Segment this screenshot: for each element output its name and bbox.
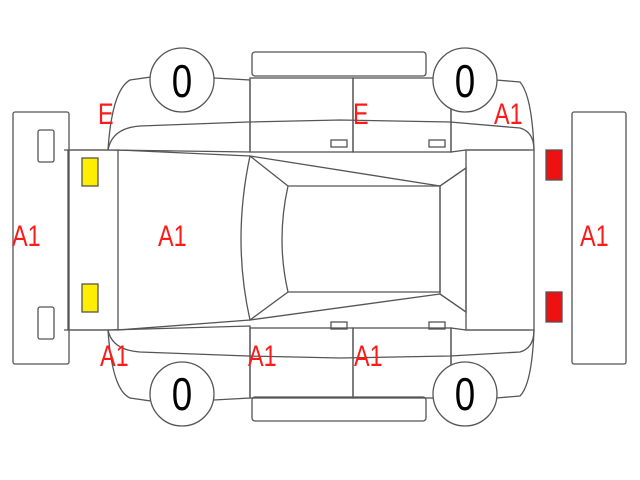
mark-front-bumper: A1	[12, 220, 41, 253]
front-left-tire	[149, 361, 215, 427]
tire-rear-left-label: 0	[454, 368, 476, 420]
mark-hood: A1	[158, 220, 187, 253]
mark-rear-left-door: A1	[354, 340, 383, 373]
front-right-tire	[149, 47, 215, 113]
rear-light-top	[545, 149, 563, 181]
front-light-top	[81, 157, 99, 187]
front-bumper-outline	[12, 111, 70, 365]
left-side-step	[251, 396, 427, 422]
front-end-outline	[64, 149, 119, 331]
rear-light-bottom	[545, 291, 563, 323]
rear-window	[439, 166, 467, 314]
tire-rear-right-label: 0	[454, 55, 476, 107]
rear-end-outline	[465, 149, 530, 331]
upper-front-door	[249, 77, 354, 153]
roof	[288, 185, 441, 293]
front-light-bottom	[81, 283, 99, 313]
front-bumper-slot-bottom	[37, 306, 55, 340]
rear-right-tire	[432, 47, 498, 113]
mark-rear-bumper: A1	[580, 220, 609, 253]
rear-bumper-outline	[571, 111, 627, 365]
windshield	[240, 154, 289, 322]
mark-front-left-door: A1	[248, 340, 277, 373]
tire-front-right-label: 0	[171, 55, 193, 107]
mark-front-left-fender: A1	[100, 340, 129, 373]
mark-front-right-door: E	[353, 98, 369, 131]
front-bumper-slot-top	[37, 129, 55, 163]
tire-front-left-label: 0	[171, 368, 193, 420]
right-side-step	[251, 51, 427, 77]
body-outline	[67, 119, 535, 359]
mark-front-right-fender: E	[98, 98, 114, 131]
rear-left-tire	[432, 361, 498, 427]
mark-rear-right-quarter: A1	[494, 98, 523, 131]
